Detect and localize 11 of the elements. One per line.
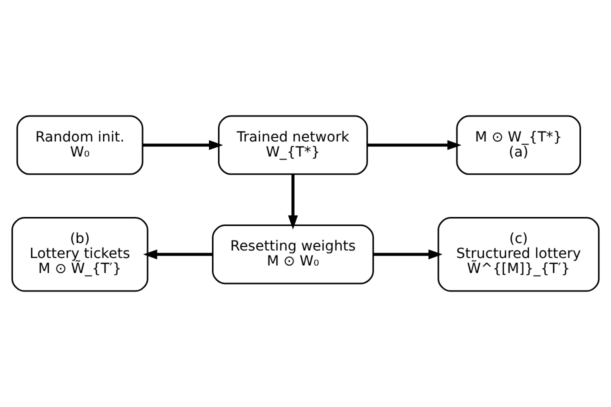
node-box: Resetting weights M ⊙ W₀ (212, 224, 374, 284)
arrow (143, 249, 213, 260)
arrow (367, 140, 462, 150)
node-box: M ⊙ W_{T*} (a) (456, 115, 581, 175)
node-box: Trained network W_{T*} (218, 115, 368, 175)
node-box: Random init. W₀ (16, 115, 144, 175)
arrow (373, 249, 443, 260)
node-box: (c) Structured lottery W̃^{[M]}_{T′} (438, 217, 600, 292)
arrow (142, 140, 224, 150)
node-box: (b) Lottery tickets M ⊙ W̃_{T′} (11, 217, 148, 292)
arrow (288, 174, 298, 230)
